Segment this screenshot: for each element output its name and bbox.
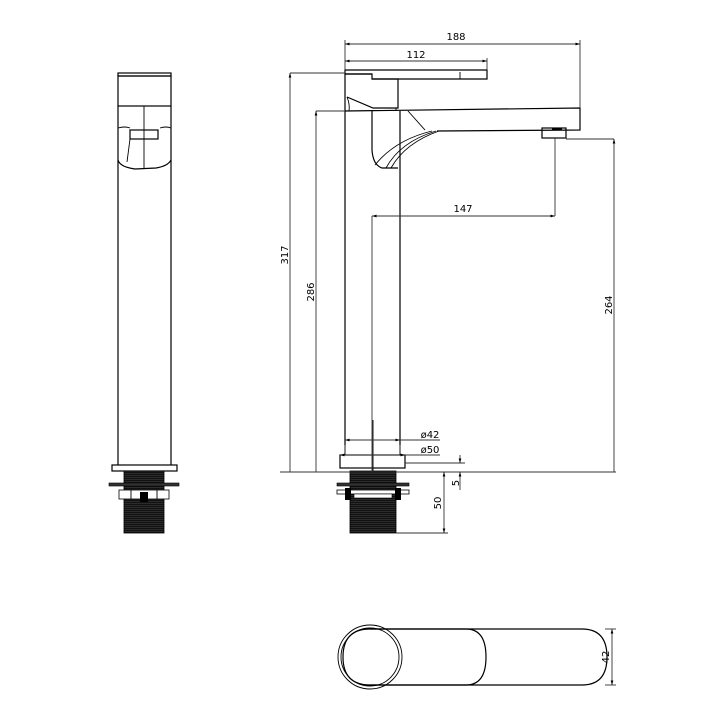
dim-286-label: 286 [306, 282, 317, 301]
dim-188-label: 188 [446, 32, 465, 43]
dim-ø42-label: ø42 [421, 430, 440, 441]
dim-264-label: 264 [604, 295, 615, 314]
side-view [108, 72, 180, 534]
front-view [336, 69, 581, 534]
dim-42-top-label: 42 [601, 651, 612, 664]
dim-112-label: 112 [406, 50, 425, 61]
dim-50-label: 50 [433, 497, 444, 510]
dim-147-label: 147 [453, 204, 472, 215]
top-view [337, 624, 616, 690]
dim-ø50-label: ø50 [421, 445, 440, 456]
dim-5-label: 5 [451, 480, 462, 486]
dim-317-label: 317 [280, 245, 291, 264]
dimension-lines [280, 40, 616, 534]
